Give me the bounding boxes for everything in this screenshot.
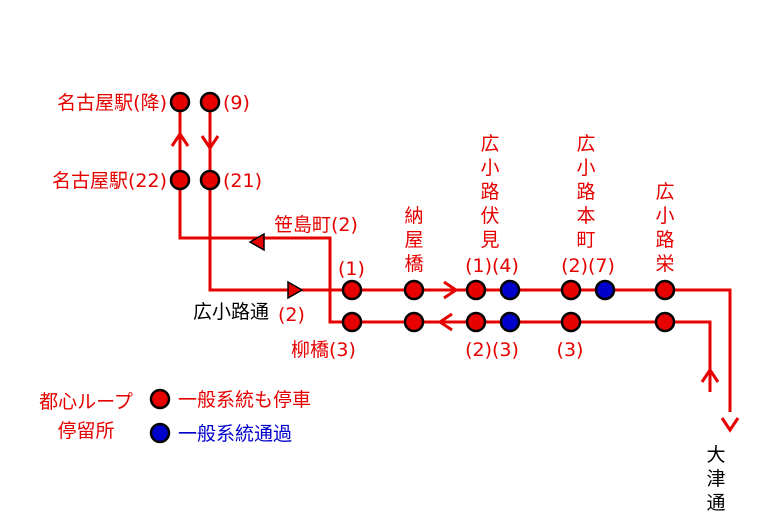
arrow-down-nagoya-icon — [200, 135, 220, 151]
label-nagoya-alight: 名古屋駅(降) — [57, 92, 167, 114]
route-line-outer — [178, 122, 712, 392]
label-nagoya-22: 名古屋駅(22) — [52, 170, 167, 192]
stop-top-1 — [341, 279, 363, 301]
label-fushimi-num-bottom: (2)(3) — [465, 339, 519, 361]
stop-bottom-fushimi-3 — [499, 311, 521, 333]
label-sakae-1: 広 — [655, 181, 674, 203]
stop-bottom-sakae — [654, 311, 676, 333]
stop-top-fushimi-1 — [465, 279, 487, 301]
label-sakae-3: 路 — [655, 229, 674, 251]
stops — [149, 91, 676, 444]
label-nayabashi-1: 納 — [404, 205, 423, 227]
arrow-left-sasashima-icon — [248, 232, 265, 252]
legend-pass-label: 一般系統通過 — [178, 423, 292, 445]
label-nagoya-9: (9) — [223, 92, 250, 114]
legend-title-line1: 都心ループ — [39, 391, 133, 413]
arrow-right-hirokoji-icon — [287, 280, 304, 300]
label-yanagibashi: 柳橋(3) — [291, 339, 356, 361]
label-nagoya-21: (21) — [223, 170, 262, 192]
label-honmachi-3: 路 — [576, 181, 595, 203]
stop-nagoya-22 — [169, 169, 191, 191]
route-arrows — [170, 131, 740, 433]
stop-nagoya-21 — [199, 169, 221, 191]
label-sasashima: 笹島町(2) — [274, 214, 358, 236]
label-nayabashi-3: 橋 — [404, 253, 423, 275]
arrow-right-main-icon — [443, 280, 459, 300]
label-honmachi-2: 小 — [576, 157, 595, 179]
label-honmachi-4: 本 — [576, 205, 595, 227]
stop-bottom-honmachi-3 — [560, 311, 582, 333]
legend-red-stop-icon — [149, 388, 171, 410]
route-lines — [178, 100, 732, 412]
label-nayabashi-num-top: (1) — [338, 258, 365, 280]
label-fushimi-3: 路 — [480, 181, 499, 203]
stop-top-honmachi-2 — [560, 279, 582, 301]
label-sakae-2: 小 — [655, 205, 674, 227]
label-otsu-3: 通 — [706, 492, 725, 514]
stop-nagoya-9 — [199, 91, 221, 113]
label-hirokoji-dori: 広小路通 — [193, 301, 269, 323]
label-hirokoji-dori-num: (2) — [278, 304, 305, 326]
arrow-left-main-icon — [437, 312, 453, 332]
label-fushimi-5: 見 — [480, 229, 499, 251]
stop-top-sakae — [654, 279, 676, 301]
stop-nagoya-alight — [169, 91, 191, 113]
label-fushimi-2: 小 — [480, 157, 499, 179]
label-otsu-2: 津 — [706, 468, 725, 490]
arrow-down-otsu-icon — [720, 417, 740, 433]
stop-top-fushimi-4 — [499, 279, 521, 301]
label-otsu-1: 大 — [706, 444, 725, 466]
stop-top-nayabashi — [403, 279, 425, 301]
label-honmachi-5: 町 — [576, 229, 595, 251]
label-fushimi-1: 広 — [480, 133, 499, 155]
label-fushimi-num-top: (1)(4) — [465, 255, 519, 277]
arrow-up-nagoya-icon — [170, 131, 190, 147]
stop-top-honmachi-7 — [594, 279, 616, 301]
label-honmachi-num-top: (2)(7) — [561, 255, 615, 277]
label-honmachi-num-bottom: (3) — [557, 339, 584, 361]
labels: 名古屋駅(降) (9) 名古屋駅(22) (21) 笹島町(2) 広小路通 (2… — [39, 92, 725, 514]
stop-bottom-nayabashi — [403, 311, 425, 333]
stop-bottom-yanagibashi — [341, 311, 363, 333]
arrow-up-otsu-icon — [700, 367, 720, 383]
label-sakae-4: 栄 — [655, 253, 674, 275]
label-honmachi-1: 広 — [576, 133, 595, 155]
legend-blue-stop-icon — [149, 422, 171, 444]
legend-title-line2: 停留所 — [57, 420, 114, 442]
label-fushimi-4: 伏 — [480, 205, 499, 227]
stop-bottom-fushimi-2 — [465, 311, 487, 333]
legend-all-stop-label: 一般系統も停車 — [178, 389, 311, 411]
label-nayabashi-2: 屋 — [404, 229, 423, 251]
